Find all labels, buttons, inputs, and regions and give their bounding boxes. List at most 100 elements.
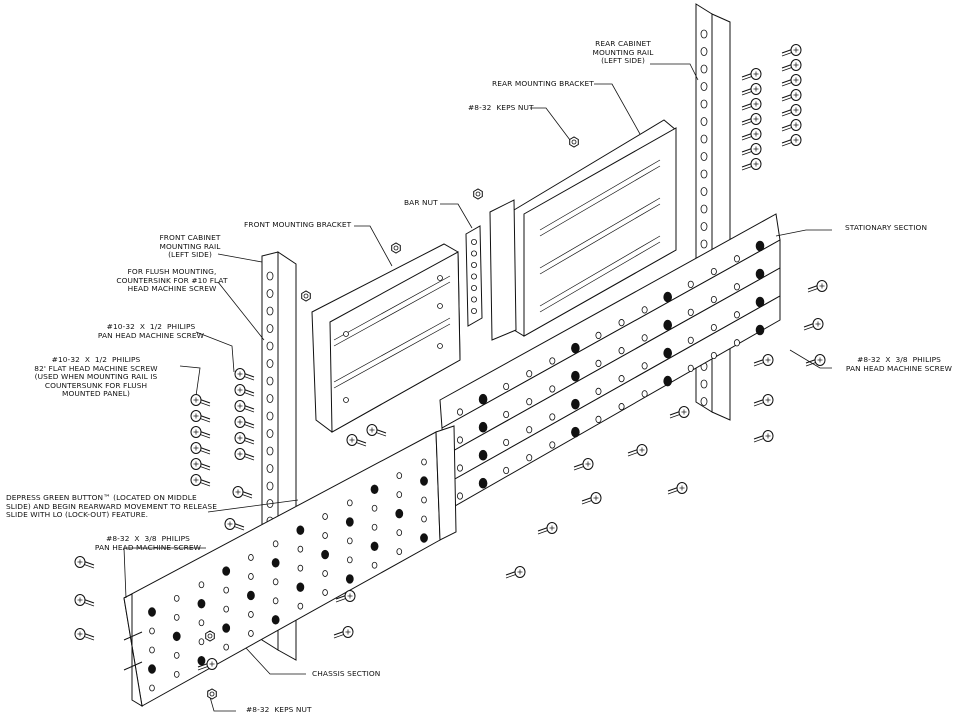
bar-nut-hole [470,296,477,303]
chassis-hole [247,590,255,601]
chassis-hole [248,630,254,637]
slide-hole [549,441,556,449]
chassis-hole [347,499,353,507]
rail-hole [700,152,708,161]
stationary-screw [807,280,828,293]
slide-hole [710,295,717,304]
rear-rail-screw [741,158,762,171]
rear-rail-screw [781,59,802,72]
front-rail-screw [190,426,211,439]
chassis-hole [322,570,328,577]
pan-screw-8-left-label: #8-32 X 3/8 PHILIPS PAN HEAD MACHINE SCR… [94,534,202,552]
chassis-hole [421,458,427,466]
slide-hole [687,336,694,344]
keps-nut-bottom-label: #8-32 KEPS NUT [246,705,312,714]
rail-hole [266,341,274,351]
pan-screw-10-label: #10-32 X 1/2 PHILIPS PAN HEAD MACHINE SC… [97,322,205,340]
fasteners [74,44,828,700]
chassis-hole [371,504,378,512]
rear-rail-screw [781,74,802,87]
bar-nut-hole [470,307,477,314]
rail-hole [700,99,708,109]
rail-hole [700,169,708,179]
rail-hole [700,379,708,389]
chassis-hole [272,578,279,586]
chassis-hole [322,513,328,520]
slide-hole [663,319,672,331]
keps-nut-top-label: #8-32 KEPS NUT [468,103,534,112]
slide-hole [478,393,488,405]
rear-rail-screw [781,89,802,102]
chassis-hole [198,638,205,646]
slide-hole [503,466,510,475]
chassis-hole [148,607,156,617]
stationary-screw [335,590,356,603]
slide-hole [456,492,463,500]
slide-hole [641,334,648,342]
slide-hole [755,296,765,308]
stationary-screw [805,354,826,367]
front-rail-screw [234,400,255,413]
chassis-hole [396,548,403,556]
stationary-screw [333,626,354,639]
slide-hole [571,398,580,410]
slide-hole [595,415,602,423]
chassis-hole [396,491,403,499]
slide-hole [663,291,672,303]
keps-nut [301,290,311,302]
keps-nut [569,136,579,148]
keps-nut [473,188,483,200]
chassis-hole [370,541,379,551]
bracket-hole [437,275,443,281]
chassis-screw [74,594,95,607]
front-rail-screw [190,394,211,407]
chassis-screw [74,556,95,569]
front-rail-screw [234,416,255,429]
rear-rail-screw [741,68,762,81]
chassis-hole [297,602,304,610]
slide-hole [710,351,717,360]
slide-hole [733,255,740,263]
slide-hole [641,306,648,314]
stationary-screw [197,658,218,671]
front-rail-screw [190,458,211,471]
chassis-hole [223,605,229,613]
slide-hole [571,370,580,382]
slide-hole [641,362,648,370]
chassis-hole [272,597,279,605]
leader-lines [123,63,832,712]
chassis-hole [347,556,353,564]
slide-hole [618,375,625,383]
bar-nut-hole [470,250,477,257]
chassis-hole [345,574,354,584]
chassis-section-label: CHASSIS SECTION [312,669,381,678]
rail-hole [700,239,708,249]
chassis-screw [74,628,95,641]
slide-hole [618,347,625,355]
front-screw [366,424,387,437]
bar-nut-hole [470,238,477,245]
chassis-hole [223,643,229,651]
chassis-hole [420,533,428,543]
rail-hole [700,222,708,231]
rail-hole [266,306,274,316]
rail-hole [266,359,274,368]
slide-hole [526,398,533,406]
rail-hole [700,82,708,91]
chassis-hole [197,599,206,609]
slide-hole [478,449,488,461]
rail-hole [700,47,708,56]
stationary-screw [753,394,774,407]
front-mounting-bracket [311,243,461,433]
slide-hole [526,370,533,378]
rail-hole [700,204,708,214]
bracket-hole [343,331,349,337]
rear-rail-screw [741,143,762,156]
slide-hole [526,454,533,462]
front-rail-label: FRONT CABINET MOUNTING RAIL (LEFT SIDE) [159,233,221,260]
front-screw [232,486,253,499]
chassis-hole [322,589,328,596]
slide-hole [549,385,556,393]
front-rail-screw [190,442,211,455]
chassis-hole [173,651,180,659]
